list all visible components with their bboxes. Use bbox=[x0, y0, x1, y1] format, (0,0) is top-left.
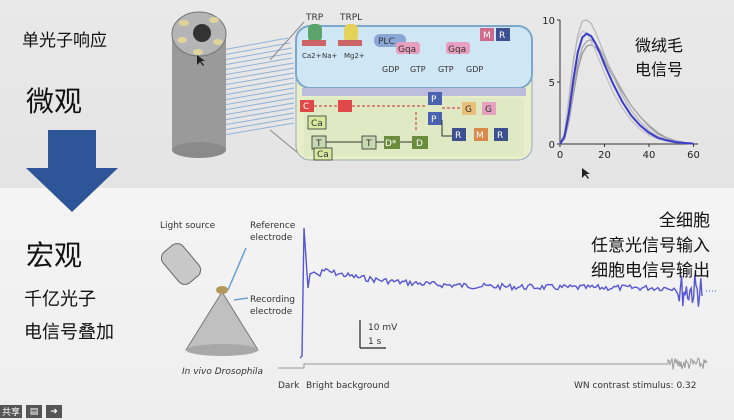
slide-toolbar: 共享 ▤ ➜ bbox=[0, 403, 63, 420]
pathway-label-trp: TRP bbox=[305, 13, 324, 23]
in-vivo-label: In vivo Drosophila bbox=[182, 367, 263, 377]
recording-electrode bbox=[233, 297, 249, 301]
reference-electrode bbox=[227, 247, 247, 291]
phototransduction-pathway: TRP TRPL Ca2+ Na+ Mg2+ PLC Gqa Gqa M R G… bbox=[295, 13, 533, 161]
y-tick-label: 5 bbox=[549, 78, 555, 89]
light-input-label: 任意光信号输入 bbox=[591, 236, 710, 256]
rhabdomere-diagram bbox=[171, 11, 295, 158]
pathway-gtp-1: GTP bbox=[410, 65, 426, 74]
macro-label: 宏观 bbox=[26, 239, 83, 272]
wn-contrast-label: WN contrast stimulus: 0.32 bbox=[574, 381, 697, 391]
pathway-label-r-2: R bbox=[497, 131, 503, 141]
pathway-gdp-1: GDP bbox=[382, 65, 399, 74]
recording-electrode-label-2: electrode bbox=[250, 307, 293, 317]
voltage-trace-line bbox=[299, 227, 703, 359]
share-button[interactable]: 共享 bbox=[0, 405, 23, 418]
microvilli-label-line2: 电信号 bbox=[635, 60, 684, 79]
whole-cell-label: 全细胞 bbox=[659, 211, 710, 231]
response-series-line bbox=[559, 39, 694, 145]
x-tick-label: 0 bbox=[557, 150, 563, 161]
reference-electrode-label-2: electrode bbox=[250, 233, 293, 243]
voltage-trace bbox=[299, 227, 716, 359]
single-photon-label: 单光子响应 bbox=[22, 31, 107, 51]
pathway-label-g-1: G bbox=[465, 105, 472, 115]
next-slide-icon[interactable]: ➜ bbox=[46, 405, 63, 418]
pathway-label-t-2: T bbox=[365, 139, 372, 149]
micro-label: 微观 bbox=[26, 85, 83, 118]
membrane-band bbox=[302, 88, 526, 96]
experimental-setup-diagram: Light source Reference electrode Recordi… bbox=[160, 221, 296, 377]
y-tick-label: 10 bbox=[542, 16, 555, 27]
pathway-gdp-2: GDP bbox=[466, 65, 483, 74]
pathway-label-trpl: TRPL bbox=[339, 13, 362, 23]
trp-channel bbox=[302, 24, 326, 46]
x-tick-label: 40 bbox=[643, 150, 656, 161]
down-arrow-icon bbox=[26, 130, 118, 212]
response-series-line bbox=[559, 44, 694, 145]
pathway-label-d: D bbox=[416, 139, 423, 149]
pathway-label-r-1: R bbox=[455, 131, 461, 141]
scale-mv-label: 10 mV bbox=[368, 323, 398, 333]
pathway-label-gqa-2: Gqa bbox=[448, 45, 466, 55]
pathway-lower-network: C Ca T T D* D P P G G R M R Ca bbox=[300, 92, 508, 161]
light-source-icon bbox=[160, 243, 202, 285]
y-tick-label: 0 bbox=[549, 140, 555, 151]
recording-electrode-label: Recording bbox=[250, 295, 295, 305]
pathway-label-m-top: M bbox=[483, 31, 491, 41]
pathway-label-t-1: T bbox=[315, 139, 322, 149]
pathway-label-dstar: D* bbox=[385, 139, 397, 149]
ion-na: Na+ bbox=[322, 52, 338, 60]
pathway-label-ca-2: Ca bbox=[317, 150, 329, 160]
pathway-label-plc: PLC bbox=[378, 37, 395, 47]
dark-label: Dark bbox=[278, 381, 300, 391]
trpl-channel bbox=[338, 24, 362, 46]
mouse-cursor-icon bbox=[582, 168, 590, 179]
pathway-gtp-2: GTP bbox=[438, 65, 454, 74]
microvilli-signal-label: 微绒毛 电信号 bbox=[635, 34, 683, 82]
pathway-label-c: C bbox=[303, 102, 309, 112]
mouse-cursor-icon-2 bbox=[197, 55, 205, 66]
x-tick-label: 60 bbox=[687, 150, 700, 161]
cylinder-core bbox=[193, 24, 211, 42]
pathway-label-p-2: P bbox=[431, 115, 437, 125]
pathway-label-r-top: R bbox=[499, 31, 505, 41]
slide-bottom-panel bbox=[0, 188, 734, 420]
bright-background-label: Bright background bbox=[306, 381, 389, 391]
scale-bar: 10 mV 1 s bbox=[359, 320, 398, 349]
pathway-label-m-bottom: M bbox=[476, 131, 484, 141]
signal-summation-label: 电信号叠加 bbox=[24, 322, 114, 343]
scale-s-label: 1 s bbox=[368, 337, 382, 347]
stimulus-trace: Dark Bright background WN contrast stimu… bbox=[278, 357, 708, 391]
ion-ca: Ca2+ bbox=[302, 52, 322, 60]
electric-output-label: 细胞电信号输出 bbox=[591, 261, 710, 281]
stimulus-line bbox=[278, 357, 708, 370]
microvillus-response-chart: 0 20 40 60 0 5 10 bbox=[542, 16, 700, 161]
response-series-line bbox=[559, 32, 694, 145]
ion-mg: Mg2+ bbox=[344, 52, 365, 60]
pathway-label-p-1: P bbox=[431, 95, 437, 105]
billion-photons-label: 千亿光子 bbox=[24, 289, 96, 310]
pathway-label-g-2: G bbox=[485, 105, 492, 115]
pathway-label-gqa-1: Gqa bbox=[398, 45, 416, 55]
light-source-label: Light source bbox=[160, 221, 216, 231]
fly-cone-icon bbox=[185, 286, 259, 356]
slide-grid-icon[interactable]: ▤ bbox=[26, 405, 43, 418]
pathway-label-ca-1: Ca bbox=[311, 119, 323, 129]
reference-electrode-label: Reference bbox=[250, 221, 296, 231]
microvilli-label-line1: 微绒毛 bbox=[635, 36, 684, 55]
x-tick-label: 20 bbox=[598, 150, 611, 161]
